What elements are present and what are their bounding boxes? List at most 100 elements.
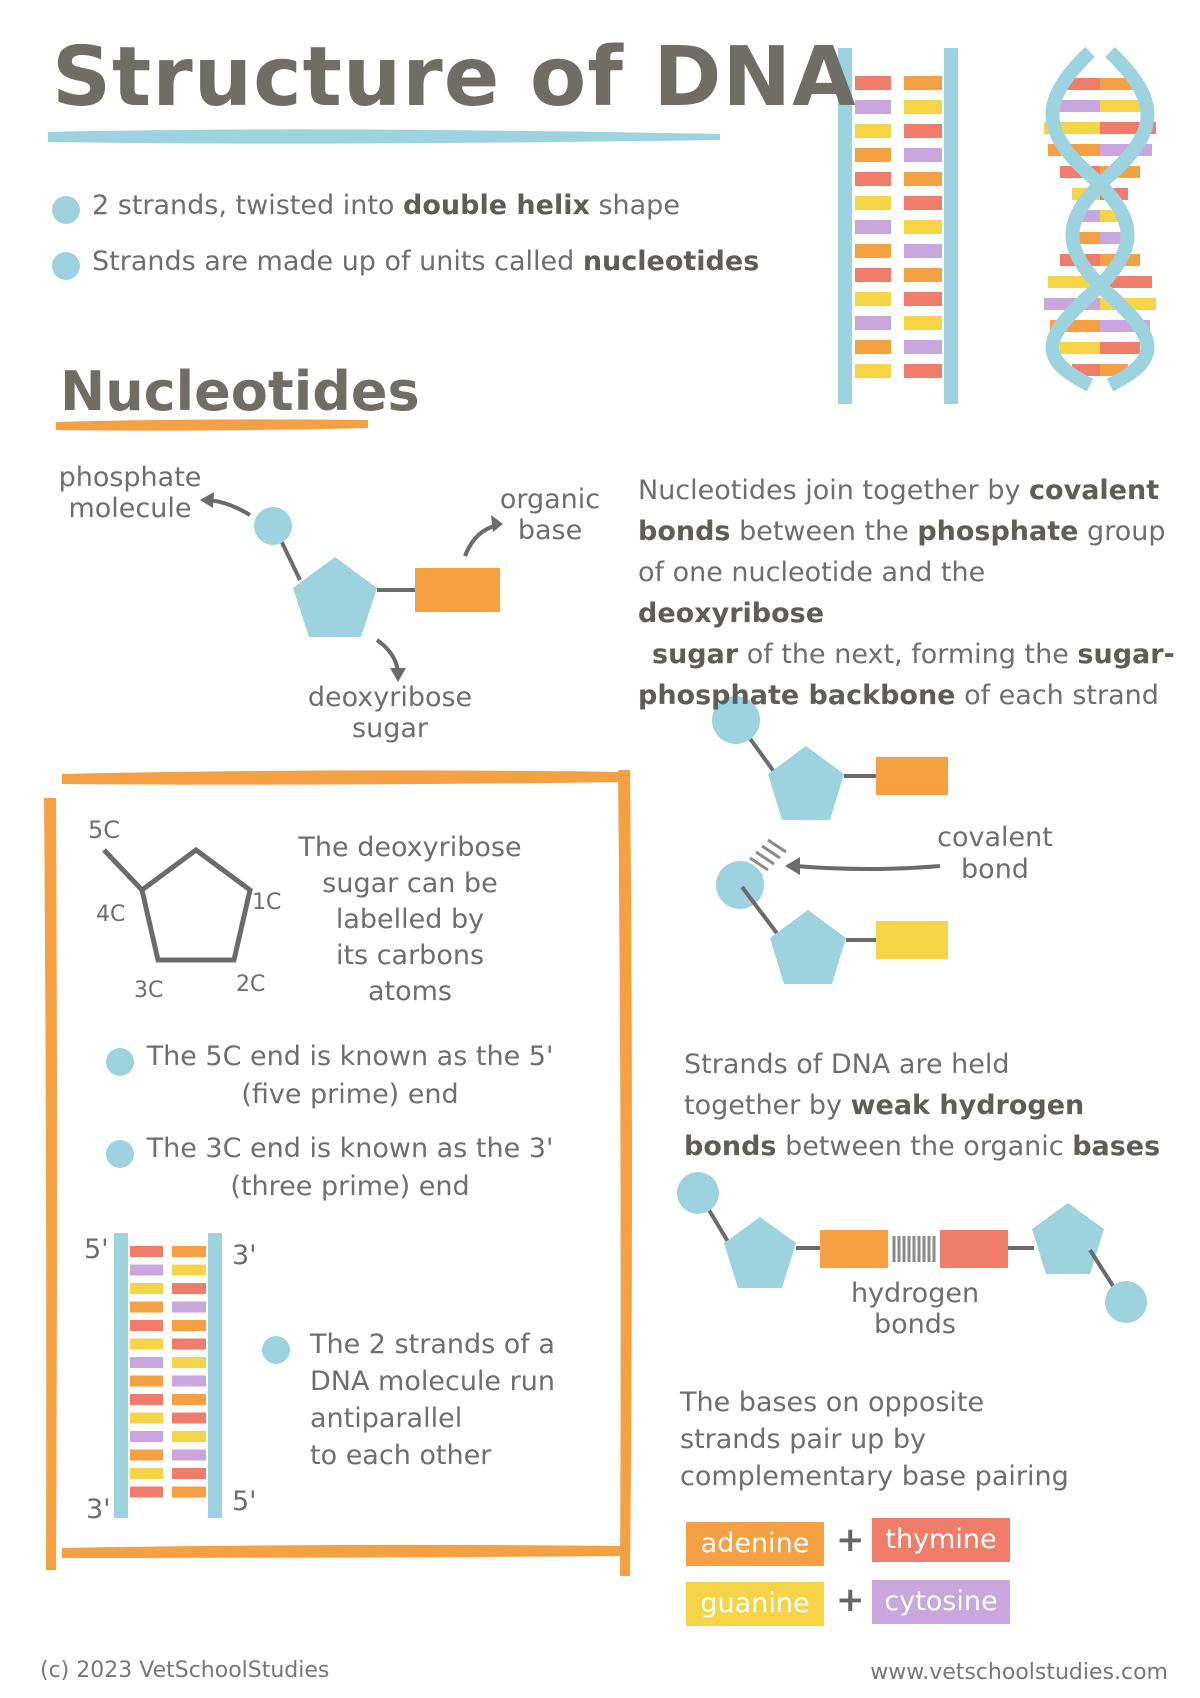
ladder-rung bbox=[855, 76, 891, 90]
bold-term: phosphate backbone bbox=[638, 680, 956, 711]
text-fragment: together by bbox=[684, 1090, 851, 1121]
covalent-stripe bbox=[755, 850, 775, 866]
small-ladder-rung bbox=[172, 1357, 206, 1368]
ladder-rung bbox=[855, 268, 891, 282]
title-underline bbox=[48, 129, 720, 144]
organic-base-label: organic base bbox=[495, 484, 605, 546]
phosphate-label: phosphate molecule bbox=[55, 462, 205, 524]
carbon-4c-label: 4C bbox=[96, 902, 126, 927]
bold-term: phosphate bbox=[917, 516, 1079, 547]
small-ladder-rung bbox=[130, 1301, 163, 1313]
strand-end-bottom-right: 5' bbox=[232, 1486, 257, 1517]
intro-bullet-2: Strands are made up of units called nucl… bbox=[92, 244, 759, 280]
double-helix-graphic bbox=[1044, 46, 1156, 392]
hydrogen-bond-diagram bbox=[677, 1172, 1147, 1323]
ladder-rung bbox=[855, 340, 891, 354]
small-ladder-rung bbox=[172, 1283, 206, 1294]
small-ladder-rung bbox=[172, 1301, 206, 1313]
ladder-rung bbox=[904, 364, 942, 378]
text-line: labelled by bbox=[335, 904, 485, 935]
ladder-rung bbox=[855, 292, 891, 306]
helix-rung bbox=[1060, 342, 1100, 354]
text-line: bonds between the organic bases bbox=[684, 1126, 1164, 1167]
small-ladder-rung bbox=[172, 1338, 206, 1350]
small-ladder-rung bbox=[172, 1449, 206, 1461]
strand-end-top-left: 5' bbox=[84, 1234, 109, 1265]
five-prime-bullet: The 5C end is known as the 5' (five prim… bbox=[130, 1038, 570, 1114]
bold-term: nucleotides bbox=[582, 246, 760, 277]
helix-rung bbox=[1100, 342, 1140, 354]
text-fragment: between the bbox=[730, 516, 918, 547]
text-line: to each other bbox=[310, 1440, 492, 1471]
footer-copyright: (c) 2023 VetSchoolStudies bbox=[40, 1658, 330, 1683]
label-line: molecule bbox=[68, 493, 192, 525]
covalent-paragraph: Nucleotides join together by covalent bo… bbox=[638, 470, 1178, 716]
heading-underline bbox=[56, 419, 368, 431]
text-line: The 3C end is known as the 3' bbox=[146, 1133, 554, 1164]
small-ladder-rung bbox=[130, 1320, 163, 1331]
small-ladder-rung bbox=[130, 1431, 163, 1442]
text-line: DNA molecule run bbox=[310, 1366, 555, 1397]
carbon-1c-label: 1C bbox=[252, 890, 282, 915]
paragraph-line: of one nucleotide and the deoxyribose bbox=[638, 552, 1178, 634]
plus-sign: + bbox=[836, 1580, 865, 1620]
base-adenine: adenine bbox=[686, 1522, 824, 1566]
dna-ladder-graphic bbox=[838, 48, 958, 404]
small-ladder-rung bbox=[172, 1246, 206, 1257]
text-line: Strands of DNA are held bbox=[684, 1049, 1010, 1080]
ladder-rung bbox=[855, 124, 891, 138]
antiparallel-text: The 2 strands of a DNA molecule run anti… bbox=[310, 1326, 610, 1474]
small-ladder-rung bbox=[130, 1449, 163, 1461]
ladder-rung bbox=[855, 196, 891, 210]
paragraph-line: phosphate backbone of each strand bbox=[638, 675, 1178, 716]
covalent-stripe bbox=[767, 838, 787, 854]
ladder-rung bbox=[904, 76, 942, 90]
label-line: phosphate bbox=[58, 462, 202, 493]
bold-term: sugar- bbox=[1077, 639, 1175, 670]
small-ladder-rung bbox=[130, 1486, 163, 1498]
paragraph-line: bonds between the phosphate group bbox=[638, 511, 1178, 552]
text-fragment: shape bbox=[589, 190, 680, 221]
text-line: atoms bbox=[367, 976, 453, 1007]
small-ladder-rung bbox=[130, 1468, 163, 1479]
small-ladder-rung bbox=[130, 1375, 163, 1387]
carbon-3c-label: 3C bbox=[134, 978, 164, 1003]
ladder-rung bbox=[904, 316, 942, 330]
small-ladder-rung bbox=[172, 1375, 206, 1387]
label-line: deoxyribose bbox=[307, 682, 473, 713]
small-ladder-rung bbox=[130, 1394, 163, 1405]
bullet-dot bbox=[106, 1140, 134, 1168]
text-fragment: of one nucleotide and the bbox=[638, 557, 986, 588]
label-line: base bbox=[517, 515, 583, 547]
ladder-rung bbox=[904, 148, 942, 162]
plus-sign: + bbox=[836, 1520, 865, 1560]
small-ladder-rung bbox=[172, 1320, 206, 1331]
ladder-rung bbox=[855, 100, 891, 114]
small-ladder-rung bbox=[172, 1431, 206, 1442]
base-thymine: thymine bbox=[872, 1518, 1010, 1562]
small-ladder-rung bbox=[130, 1246, 163, 1257]
ladder-rung bbox=[904, 244, 942, 258]
text-fragment: group bbox=[1078, 516, 1166, 547]
bold-term: covalent bbox=[1029, 475, 1160, 506]
ladder-rung bbox=[904, 196, 942, 210]
covalent-stripe bbox=[761, 844, 781, 860]
bold-term: deoxyribose bbox=[638, 598, 825, 629]
section-heading: Nucleotides bbox=[60, 360, 420, 423]
text-line: The deoxyribose bbox=[298, 832, 522, 863]
bullet-dot bbox=[52, 252, 80, 280]
ladder-rung bbox=[855, 244, 891, 258]
text-fragment: Nucleotides join together by bbox=[638, 475, 1030, 506]
footer-website[interactable]: www.vetschoolstudies.com bbox=[870, 1660, 1168, 1685]
text-line: complementary base pairing bbox=[680, 1461, 1069, 1492]
ladder-rung bbox=[904, 220, 942, 234]
label-line: covalent bbox=[937, 822, 1053, 853]
carbon-2c-label: 2C bbox=[236, 972, 266, 997]
text-fragment: between the organic bbox=[776, 1131, 1073, 1162]
nucleotide-diagram bbox=[200, 492, 503, 682]
pairing-text: The bases on opposite strands pair up by… bbox=[680, 1384, 1100, 1495]
small-ladder-rung bbox=[130, 1412, 163, 1424]
small-ladder-rung bbox=[172, 1394, 206, 1405]
text-line: The 5C end is known as the 5' bbox=[146, 1041, 554, 1072]
carbon-pentagon bbox=[102, 846, 253, 963]
